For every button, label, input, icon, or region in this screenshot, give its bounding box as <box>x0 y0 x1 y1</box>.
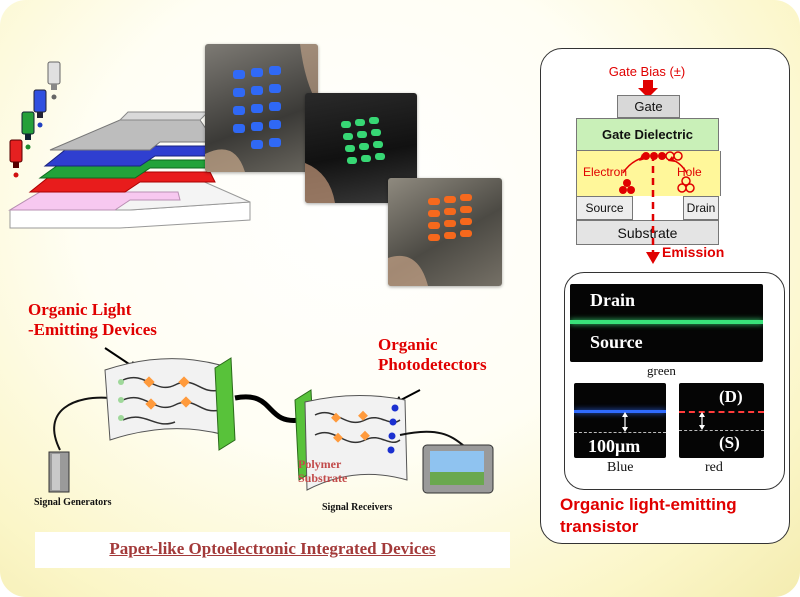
photo-orange-flexible-oled <box>388 178 502 286</box>
red-caption: red <box>705 460 723 475</box>
red-micrograph: (D) (S) <box>679 383 764 458</box>
source-electrode: Source <box>576 196 633 220</box>
green-emission-line <box>570 320 763 324</box>
micrograph-source-label: Source <box>590 332 643 352</box>
transistor-title: Organic light-emitting transistor <box>560 495 737 536</box>
dropper-red <box>9 139 23 178</box>
blue-caption: Blue <box>607 460 634 475</box>
source-s-label: (S) <box>719 433 740 452</box>
red-emission-line <box>679 411 764 413</box>
dropper-gray <box>47 61 61 100</box>
carrier-recombination-diagram <box>619 151 695 264</box>
photo-blue-flexible-oled <box>205 44 318 172</box>
signal-receivers-label: Signal Receivers <box>322 502 393 513</box>
blue-dashed-line <box>574 432 666 433</box>
substrate-layer: Substrate <box>576 220 719 245</box>
electron-label: Electron <box>583 165 628 179</box>
blue-scale-arrow-icon <box>622 412 628 432</box>
polymer-substrate-label: Polymer Substrate <box>298 457 348 485</box>
green-caption: green <box>647 363 676 378</box>
signal-generators-label: Signal Generators <box>34 497 112 508</box>
caption-text: Paper-like Optoelectronic Integrated Dev… <box>109 539 436 558</box>
gate-bias-label: Gate Bias (±) <box>608 64 686 79</box>
oled-label: Organic Light -Emitting Devices <box>28 300 157 339</box>
micrograph-drain-label: Drain <box>590 290 635 310</box>
dropper-blue <box>33 89 47 128</box>
layer-stack-illustration <box>8 61 251 229</box>
red-dashed-line <box>679 430 764 431</box>
caption-box: Paper-like Optoelectronic Integrated Dev… <box>35 532 510 568</box>
blue-micrograph: 100μm <box>574 383 666 458</box>
emission-label: Emission <box>662 244 725 260</box>
green-micrograph: Drain Source <box>570 284 763 362</box>
drain-electrode: Drain <box>683 196 719 220</box>
photodetectors-label: Organic Photodetectors <box>378 335 487 374</box>
gate-layer: Gate <box>617 95 680 118</box>
channel-layer <box>576 151 721 196</box>
dropper-green <box>21 111 35 150</box>
integrated-device-schematic <box>48 347 494 494</box>
gate-dielectric-layer: Gate Dielectric <box>576 118 719 151</box>
scale-bar-label: 100μm <box>588 436 641 456</box>
blue-emission-line <box>574 410 666 413</box>
gate-bias-arrow-icon <box>638 80 658 98</box>
drain-d-label: (D) <box>719 387 743 406</box>
red-scale-arrow-icon <box>699 412 705 430</box>
